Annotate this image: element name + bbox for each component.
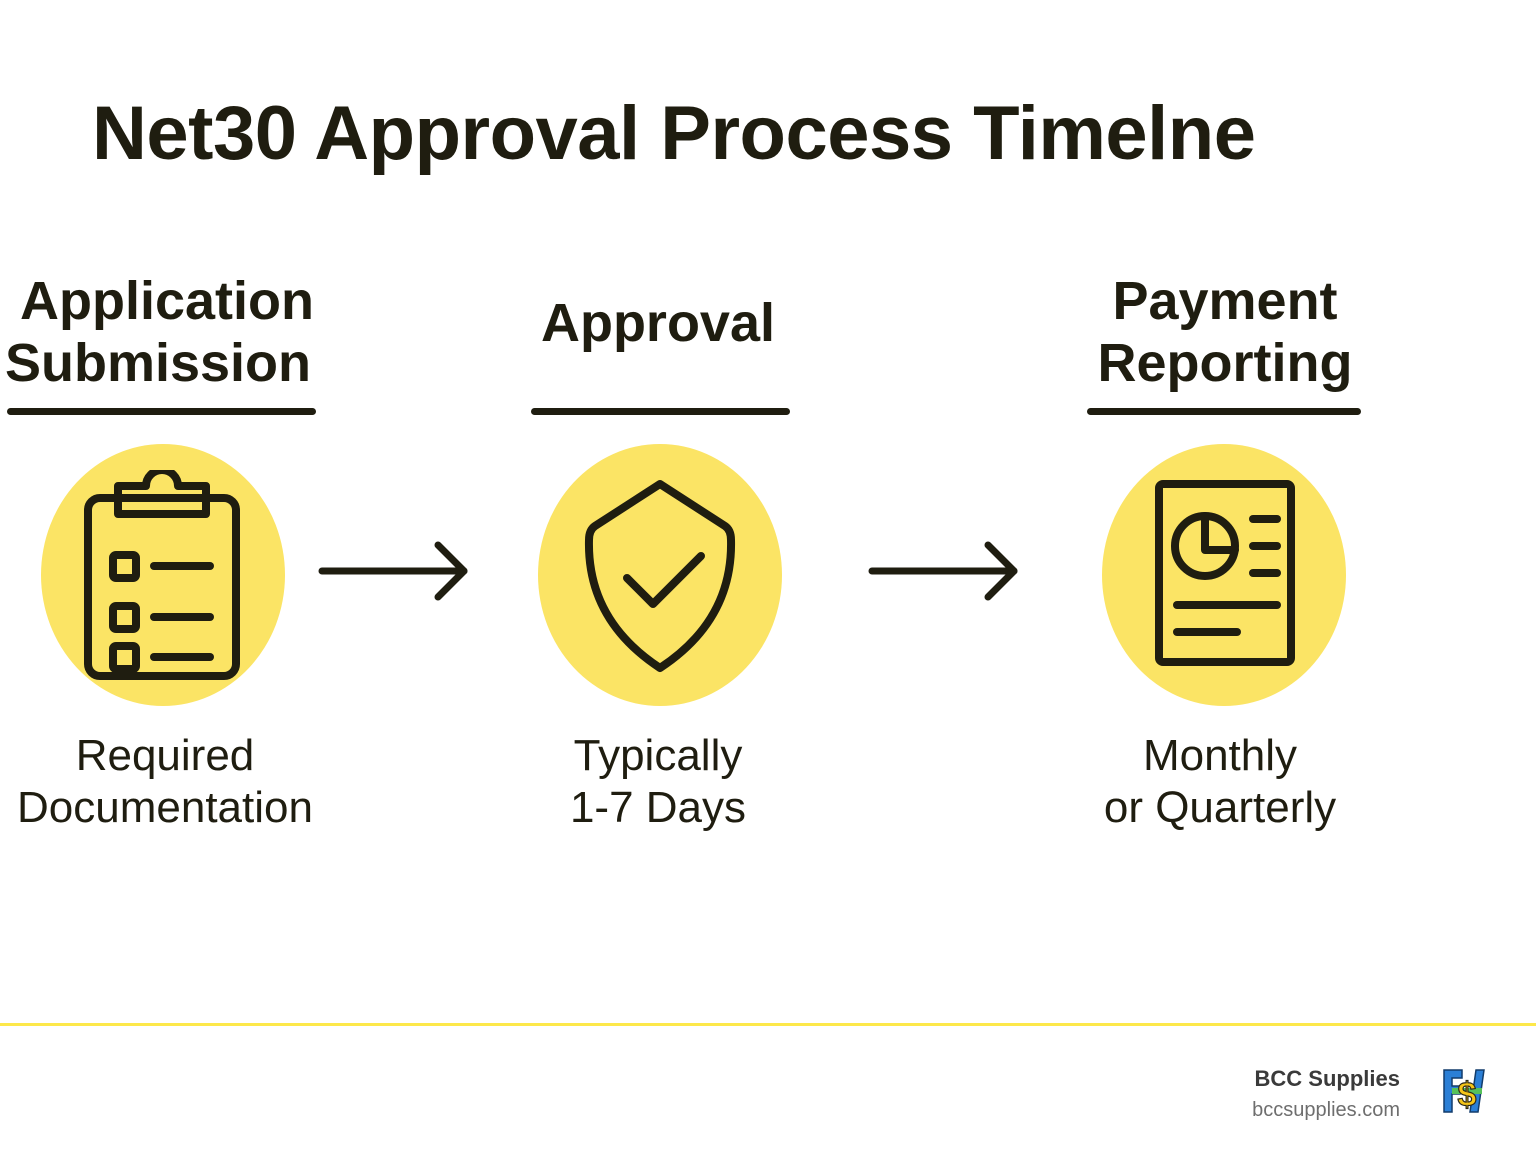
step-application-submission: Application Submission [0, 270, 330, 394]
caption-line1: Required [75, 731, 255, 780]
step-icon-circle [538, 444, 782, 706]
step-icon-circle [1102, 444, 1346, 706]
footer-divider [0, 1023, 1536, 1026]
step-approval: Approval [500, 292, 816, 354]
arrow-right-icon [318, 541, 468, 601]
step-caption: Monthly or Quarterly [1070, 730, 1370, 834]
step-icon-circle [41, 444, 285, 706]
step-heading-line1: Payment [1112, 271, 1338, 331]
step-heading-line1: Application [20, 271, 314, 331]
step-caption: Required Documentation [0, 730, 330, 834]
page-title: Net30 Approval Process Timelne [92, 91, 1256, 176]
brand-name: BCC Supplies [1254, 1066, 1400, 1091]
step-divider [1087, 408, 1361, 415]
caption-line2: Documentation [17, 783, 313, 832]
clipboard-checklist-icon [84, 470, 240, 680]
report-document-icon [1155, 480, 1295, 666]
brand-url[interactable]: bccsupplies.com [1252, 1099, 1400, 1121]
svg-text:$: $ [1458, 1076, 1477, 1114]
step-heading-line2: Submission [4, 333, 312, 393]
step-divider [531, 408, 790, 415]
caption-line2: 1-7 Days [569, 783, 747, 832]
fsv-dollar-logo-icon: $ [1443, 1069, 1485, 1115]
caption-line2: or Quarterly [1103, 783, 1337, 832]
step-divider [7, 408, 316, 415]
caption-line1: Typically [573, 731, 743, 780]
step-heading-line1: Approval [540, 293, 776, 353]
step-heading-line2: Reporting [1097, 333, 1353, 393]
caption-line1: Monthly [1142, 731, 1298, 780]
step-payment-reporting: Payment Reporting [1070, 270, 1380, 394]
shield-check-icon [584, 480, 736, 672]
step-caption: Typically 1-7 Days [500, 730, 816, 834]
arrow-right-icon [868, 541, 1018, 601]
